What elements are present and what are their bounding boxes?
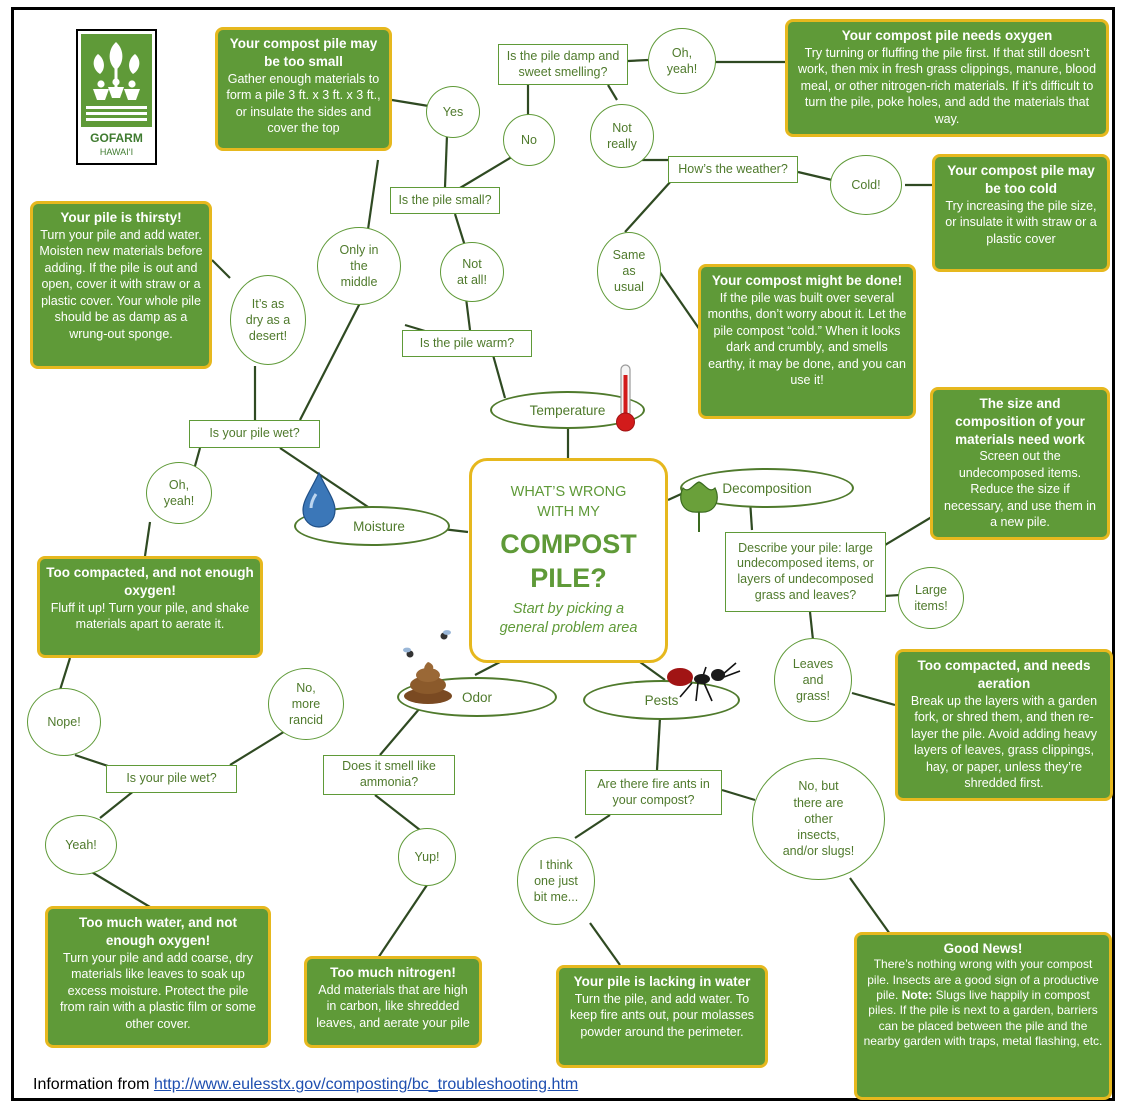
solution-title: Too compacted, and not enough oxygen! xyxy=(46,565,254,598)
solution-done: Your compost might be done! If the pile … xyxy=(698,264,916,419)
solution-body: Try turning or fluffing the pile first. … xyxy=(797,45,1097,126)
logo-sub: HAWAI‘I xyxy=(99,147,134,157)
solution-body: Turn your pile and add coarse, dry mater… xyxy=(60,950,256,1031)
solution-size-composition: The size and composition of your materia… xyxy=(930,387,1110,540)
solution-body: Add materials that are high in carbon, l… xyxy=(316,982,470,1030)
area-label: Pests xyxy=(644,692,679,708)
question-pile-warm: Is the pile warm? xyxy=(402,330,532,357)
solution-title: Your pile is lacking in water xyxy=(573,974,751,989)
area-pests[interactable]: Pests xyxy=(583,680,740,720)
answer-yeah[interactable]: Yeah! xyxy=(45,815,117,875)
solution-title: Your compost pile may be too small xyxy=(229,36,378,69)
answer-large-items[interactable]: Large items! xyxy=(898,567,964,629)
solution-body: There’s nothing wrong with your compost … xyxy=(867,957,1099,1002)
answer-yup[interactable]: Yup! xyxy=(398,828,456,886)
manure-flies-icon xyxy=(403,630,452,704)
area-label: Temperature xyxy=(529,402,606,418)
center-line-3: Start by picking a general problem area xyxy=(499,600,638,637)
question-pile-wet-odor: Is your pile wet? xyxy=(106,765,237,793)
solution-compacted-oxygen: Too compacted, and not enough oxygen! Fl… xyxy=(37,556,263,658)
solution-title: The size and composition of your materia… xyxy=(955,396,1085,447)
question-ammonia: Does it smell like ammonia? xyxy=(323,755,455,795)
solution-body: Fluff it up! Turn your pile, and shake m… xyxy=(50,600,250,632)
question-fire-ants: Are there fire ants in your compost? xyxy=(585,770,722,815)
solution-title: Too much water, and not enough oxygen! xyxy=(78,915,237,948)
center-title-box: WHAT’S WRONG WITH MY COMPOST PILE? Start… xyxy=(469,458,668,663)
solution-body: Try increasing the pile size, or insulat… xyxy=(945,198,1097,246)
fire-ant-icon xyxy=(667,662,741,702)
answer-only-middle[interactable]: Only in the middle xyxy=(317,227,401,305)
thermometer-icon xyxy=(616,364,635,432)
answer-oh-yeah-left[interactable]: Oh, yeah! xyxy=(146,462,212,524)
solution-too-cold: Your compost pile may be too cold Try in… xyxy=(932,154,1110,272)
solution-compacted-aeration: Too compacted, and needs aeration Break … xyxy=(895,649,1113,801)
source-link[interactable]: http://www.eulesstx.gov/composting/bc_tr… xyxy=(153,1076,579,1093)
logo-graphic xyxy=(81,34,152,127)
solution-too-much-nitrogen: Too much nitrogen! Add materials that ar… xyxy=(304,956,482,1048)
solution-title: Your compost pile needs oxygen xyxy=(841,28,1053,43)
area-label: Odor xyxy=(461,689,492,705)
solution-title: Your compost might be done! xyxy=(711,273,903,288)
answer-more-rancid[interactable]: No, more rancid xyxy=(268,668,344,740)
solution-body: If the pile was built over several month… xyxy=(707,290,907,388)
center-line-2: COMPOST PILE? xyxy=(500,529,637,593)
solution-title: Too much nitrogen! xyxy=(330,965,456,980)
solution-too-much-water: Too much water, and not enough oxygen! T… xyxy=(45,906,271,1048)
answer-other-insects[interactable]: No, but there are other insects, and/or … xyxy=(752,758,885,880)
question-weather: How’s the weather? xyxy=(668,156,798,183)
answer-bit-me[interactable]: I think one just bit me... xyxy=(517,837,595,925)
solution-thirsty: Your pile is thirsty! Turn your pile and… xyxy=(30,201,212,369)
answer-yes[interactable]: Yes xyxy=(426,86,480,138)
answer-dry-desert[interactable]: It’s as dry as a desert! xyxy=(230,275,306,365)
area-label: Moisture xyxy=(353,518,405,534)
center-line-1: WHAT’S WRONG WITH MY xyxy=(510,484,627,520)
leaf-icon xyxy=(680,481,718,532)
solution-title: Your pile is thirsty! xyxy=(60,210,182,225)
area-label: Decomposition xyxy=(722,480,812,496)
solution-good-news: Good News! There’s nothing wrong with yo… xyxy=(854,932,1112,1100)
answer-not-at-all[interactable]: Not at all! xyxy=(440,242,504,302)
solution-body: Turn your pile and add water. Moisten ne… xyxy=(39,227,203,341)
solution-body: Turn the pile, and add water. To keep fi… xyxy=(569,991,755,1039)
answer-same-as-usual[interactable]: Same as usual xyxy=(597,232,661,310)
answer-cold[interactable]: Cold! xyxy=(830,155,902,215)
solution-note: Slugs live happily in compost piles. If … xyxy=(863,987,1103,1049)
solution-too-small: Your compost pile may be too small Gathe… xyxy=(215,27,392,151)
question-damp-sweet: Is the pile damp and sweet smelling? xyxy=(498,44,628,85)
answer-oh-yeah-top[interactable]: Oh, yeah! xyxy=(648,28,716,94)
answer-nope[interactable]: Nope! xyxy=(27,688,101,756)
solution-oxygen: Your compost pile needs oxygen Try turni… xyxy=(785,19,1109,137)
solution-lacking-water: Your pile is lacking in water Turn the p… xyxy=(556,965,768,1068)
question-pile-small: Is the pile small? xyxy=(390,187,500,214)
answer-no[interactable]: No xyxy=(503,114,555,166)
footer-prefix: Information from xyxy=(33,1076,154,1093)
logo-name: GOFARM xyxy=(90,131,143,145)
gofarm-hawaii-logo: GOFARM HAWAI‘I xyxy=(76,29,157,165)
water-drop-icon xyxy=(302,471,336,528)
source-footer: Information from http://www.eulesstx.gov… xyxy=(33,1076,578,1094)
solution-title: Good News! xyxy=(943,941,1023,956)
question-describe: Describe your pile: large undecomposed i… xyxy=(725,532,886,612)
solution-title: Too compacted, and needs aeration xyxy=(917,658,1091,691)
question-pile-wet-moisture: Is your pile wet? xyxy=(189,420,320,448)
solution-body: Break up the layers with a garden fork, … xyxy=(910,693,1098,791)
solution-body: Screen out the undecomposed items. Reduc… xyxy=(944,449,1096,530)
solution-note-label: Note: xyxy=(901,987,933,1002)
answer-leaves-grass[interactable]: Leaves and grass! xyxy=(774,638,852,722)
answer-not-really[interactable]: Not really xyxy=(590,104,654,168)
solution-title: Your compost pile may be too cold xyxy=(947,163,1095,196)
solution-body: Gather enough materials to form a pile 3… xyxy=(226,71,381,136)
